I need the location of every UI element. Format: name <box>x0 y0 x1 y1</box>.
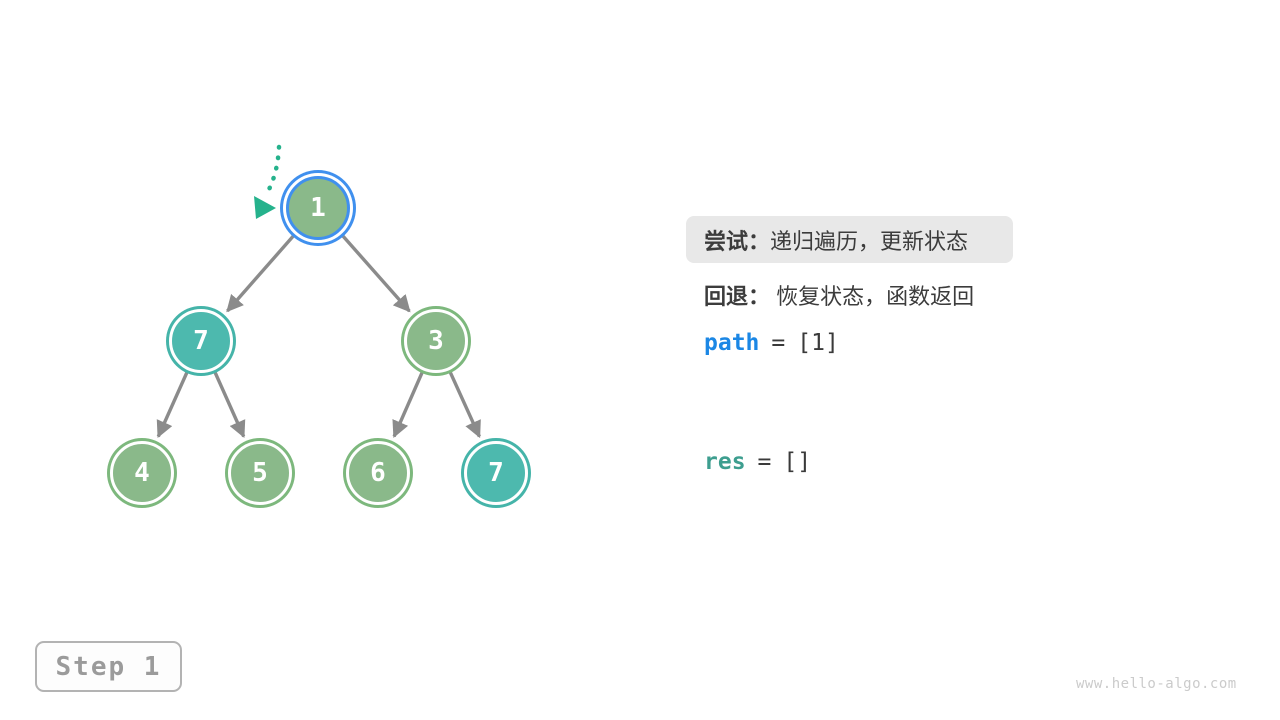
tree-node-leaf-7: 7 <box>464 441 528 505</box>
tree-node-left-value: 7 <box>193 326 209 356</box>
res-equals-sign: = <box>757 449 772 475</box>
watermark-text: www.hello-algo.com <box>1076 676 1237 692</box>
try-highlight-box: 尝试： 递归遍历，更新状态 <box>686 216 1013 263</box>
tree-node-leaf-4-value: 4 <box>134 458 150 488</box>
tree-node-leaf-6: 6 <box>346 441 410 505</box>
tree-node-leaf-4: 4 <box>110 441 174 505</box>
backtrack-label: 回退： <box>704 284 771 309</box>
tree-node-right: 3 <box>404 309 468 373</box>
edge-root-left <box>226 232 297 313</box>
res-variable-line: res = [] <box>704 449 811 475</box>
step-badge-label: Step 1 <box>55 651 162 682</box>
tree-node-leaf-5-value: 5 <box>252 458 268 488</box>
backtrack-text: 恢复状态，函数返回 <box>776 284 975 309</box>
tree-node-right-value: 3 <box>428 326 444 356</box>
backtrack-line: 回退： 恢复状态，函数返回 <box>704 279 974 311</box>
edge-left-leaf5 <box>213 371 246 439</box>
path-equals-sign: = <box>771 330 786 356</box>
path-variable-value: [1] <box>797 330 839 356</box>
try-text: 递归遍历，更新状态 <box>770 228 969 254</box>
edge-lines <box>156 232 481 439</box>
tree-node-leaf-7-value: 7 <box>488 458 504 488</box>
res-variable-name: res <box>704 449 746 475</box>
tree-node-root: 1 <box>286 176 350 240</box>
tree-node-root-value: 1 <box>310 193 326 223</box>
tree-node-leaf-6-value: 6 <box>370 458 386 488</box>
edge-root-right <box>339 232 411 313</box>
step-badge: Step 1 <box>35 641 182 692</box>
edge-right-leaf6 <box>392 371 424 438</box>
res-variable-value: [] <box>783 449 812 475</box>
tree-node-leaf-5: 5 <box>228 441 292 505</box>
path-variable-name: path <box>704 330 760 356</box>
try-label: 尝试： <box>704 228 771 254</box>
edge-right-leaf7 <box>448 371 481 439</box>
edge-left-leaf4 <box>156 371 189 439</box>
path-variable-line: path = [1] <box>704 330 839 356</box>
current-pointer-icon <box>254 144 282 219</box>
tree-node-left: 7 <box>169 309 233 373</box>
